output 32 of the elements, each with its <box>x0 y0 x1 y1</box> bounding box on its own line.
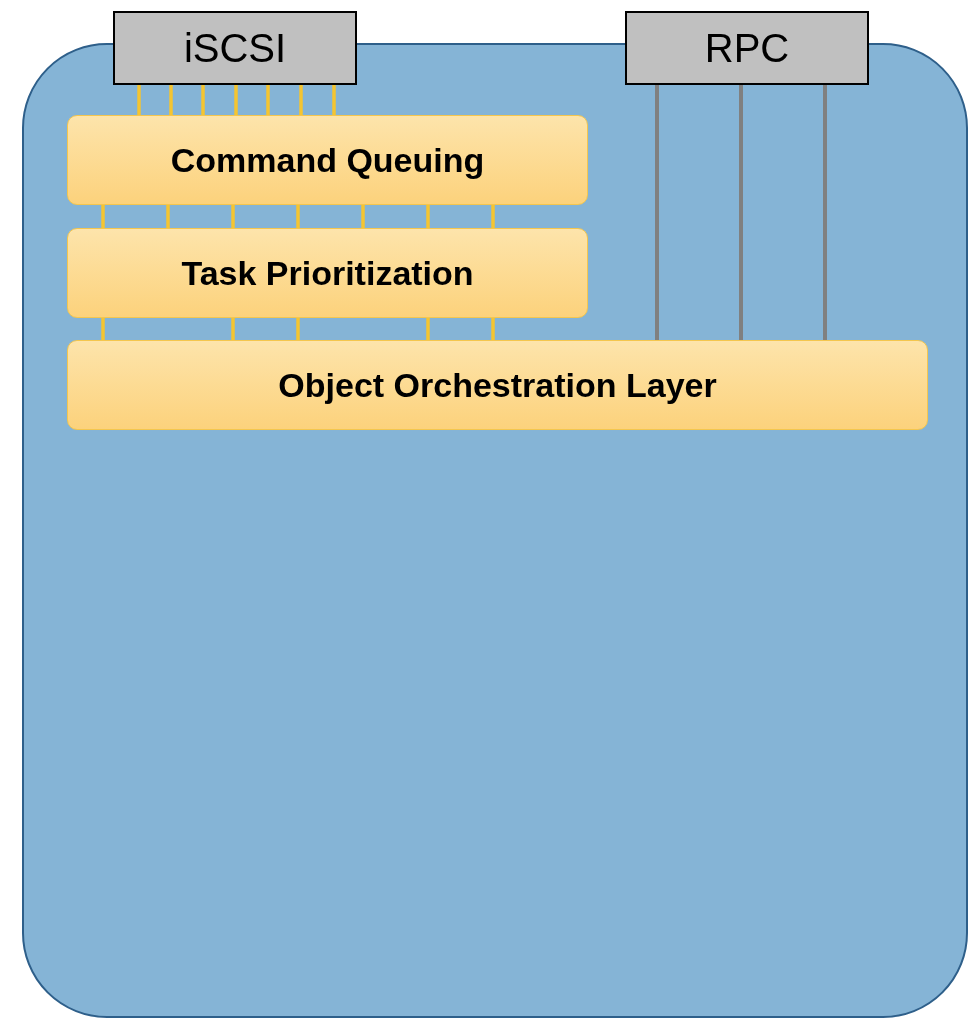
connector-line <box>201 85 205 115</box>
connector-line <box>137 85 141 115</box>
box-label: RPC <box>704 25 790 71</box>
box-label: Command Queuing <box>170 140 485 180</box>
box-label: iSCSI <box>183 25 287 71</box>
connector-line <box>426 318 430 340</box>
connector-line <box>296 318 300 340</box>
connector-line <box>169 85 173 115</box>
connector-line <box>491 318 495 340</box>
connector-line <box>166 205 170 228</box>
connector-line <box>823 85 827 340</box>
connector-line <box>332 85 336 115</box>
interface-box <box>113 11 357 85</box>
connector-line <box>234 85 238 115</box>
connector-line <box>296 205 300 228</box>
box-label: Task Prioritization <box>181 253 474 293</box>
layer-box <box>67 340 928 430</box>
interface-box <box>625 11 869 85</box>
connector-line <box>266 85 270 115</box>
box-label: Object Orchestration Layer <box>278 365 717 405</box>
connector-line <box>231 205 235 228</box>
connector-line <box>361 205 365 228</box>
connector-line <box>655 85 659 340</box>
connector-line <box>491 205 495 228</box>
connector-line <box>231 318 235 340</box>
connector-line <box>426 205 430 228</box>
connector-line <box>299 85 303 115</box>
connector-line <box>739 85 743 340</box>
connector-line <box>101 205 105 228</box>
layer-box <box>67 228 588 318</box>
connector-line <box>101 318 105 340</box>
layer-box <box>67 115 588 205</box>
